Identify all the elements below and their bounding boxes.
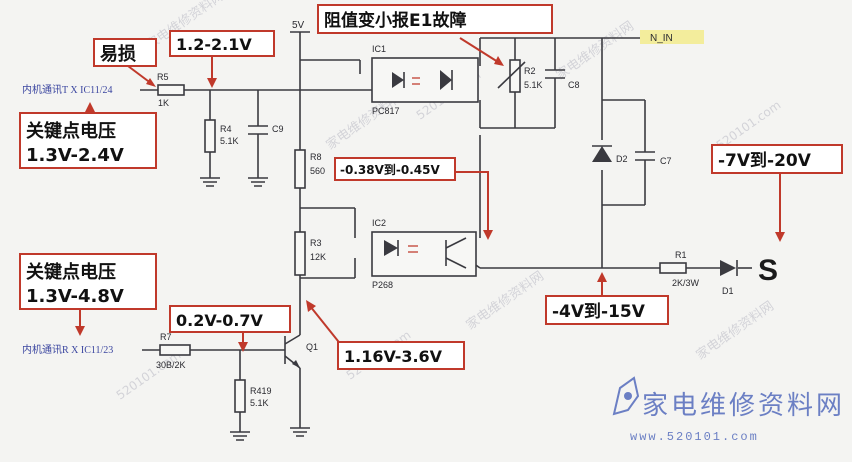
svg-text:5.1K: 5.1K xyxy=(524,80,543,90)
svg-text:PC817: PC817 xyxy=(372,106,400,116)
resistor-r5: R5 1K xyxy=(157,72,185,108)
transistor-q1: Q1 xyxy=(284,334,318,369)
annotation-arrows xyxy=(75,37,785,352)
svg-text:R1: R1 xyxy=(675,250,687,260)
svg-text:2K/3W: 2K/3W xyxy=(672,278,700,288)
annotation-resistance-drop: 阻值变小报E1故障 xyxy=(317,4,553,34)
resistor-r7: R7 30B/2K xyxy=(156,332,191,370)
capacitor-c7: C7 xyxy=(635,151,672,166)
resistor-r3: R3 12K xyxy=(294,231,326,276)
svg-text:C7: C7 xyxy=(660,156,672,166)
svg-text:关键点电压: 关键点电压 xyxy=(26,120,116,142)
svg-text:R419: R419 xyxy=(250,386,272,396)
svg-text:IC2: IC2 xyxy=(372,218,386,228)
annotation-voltage-neg-7-20: -7V到-20V xyxy=(711,144,843,174)
svg-text:5.1K: 5.1K xyxy=(250,398,269,408)
annotation-voltage-neg-4-15: -4V到-15V xyxy=(545,295,669,325)
svg-text:560: 560 xyxy=(310,166,325,176)
resistor-r4: R4 5.1K xyxy=(204,119,239,153)
svg-text:R7: R7 xyxy=(160,332,172,342)
signal-t-label: 内机通讯T X IC11/24 xyxy=(22,83,113,96)
diode-d2: D2 xyxy=(592,145,628,164)
rail-5v-label: 5V xyxy=(292,20,305,31)
annotation-voltage-1-16-3-6: 1.16V-3.6V xyxy=(337,341,465,370)
svg-text:Q1: Q1 xyxy=(306,342,318,352)
resistor-r8: R8 560 xyxy=(294,149,325,189)
svg-text:520101.com: 520101.com xyxy=(114,348,184,403)
svg-text:-7V到-20V: -7V到-20V xyxy=(718,151,812,171)
n-in-terminal: N_IN xyxy=(640,30,704,44)
svg-text:P268: P268 xyxy=(372,280,393,290)
svg-text:IC1: IC1 xyxy=(372,44,386,54)
annotation-voltage-neg-038-045: -0.38V到-0.45V xyxy=(334,157,456,181)
svg-text:12K: 12K xyxy=(310,252,326,262)
svg-text:R3: R3 xyxy=(310,238,322,248)
capacitor-c8: C8 xyxy=(545,69,580,90)
annotation-voltage-0-2-0-7: 0.2V-0.7V xyxy=(169,305,291,333)
signal-r-label: 内机通讯R X IC11/23 xyxy=(22,343,113,356)
s-terminal: S xyxy=(758,254,778,287)
svg-text:0.2V-0.7V: 0.2V-0.7V xyxy=(176,311,264,330)
capacitor-c9: C9 xyxy=(248,124,284,135)
svg-text:-4V到-15V: -4V到-15V xyxy=(552,302,646,322)
optocoupler-ic2: IC2 P268 xyxy=(371,218,477,290)
resistor-r1: R1 2K/3W xyxy=(659,250,700,288)
svg-text:D2: D2 xyxy=(616,154,628,164)
annotation-key-point-1: 关键点电压 1.3V-2.4V xyxy=(19,112,157,169)
annotation-voltage-1-2-2-1: 1.2-2.1V xyxy=(169,30,275,57)
svg-text:家电维修资料网: 家电维修资料网 xyxy=(463,268,547,333)
diode-d1: D1 xyxy=(720,260,738,296)
resistor-r419: R419 5.1K xyxy=(234,379,272,413)
svg-text:30B/2K: 30B/2K xyxy=(156,360,186,370)
annotation-key-point-2: 关键点电压 1.3V-4.8V xyxy=(19,253,157,310)
svg-text:阻值变小报E1故障: 阻值变小报E1故障 xyxy=(324,10,466,31)
svg-text:易损: 易损 xyxy=(100,43,136,65)
svg-text:C8: C8 xyxy=(568,80,580,90)
watermark-logo: 家电维修资料网 www.520101.com xyxy=(612,376,845,444)
svg-text:R5: R5 xyxy=(157,72,169,82)
optocoupler-ic1: IC1 PC817 xyxy=(371,44,479,116)
svg-text:家电维修资料网: 家电维修资料网 xyxy=(693,298,777,363)
svg-text:1.2-2.1V: 1.2-2.1V xyxy=(176,35,252,54)
svg-text:www.520101.com: www.520101.com xyxy=(630,430,759,444)
ground-symbols xyxy=(200,177,310,441)
svg-text:R8: R8 xyxy=(310,152,322,162)
svg-text:R2: R2 xyxy=(524,66,536,76)
resistor-r2: R2 5.1K xyxy=(497,59,543,93)
svg-text:-0.38V到-0.45V: -0.38V到-0.45V xyxy=(340,162,440,177)
svg-text:关键点电压: 关键点电压 xyxy=(26,261,116,283)
svg-text:1K: 1K xyxy=(158,98,169,108)
svg-text:1.16V-3.6V: 1.16V-3.6V xyxy=(344,347,443,366)
annotation-fragile: 易损 xyxy=(93,38,157,67)
svg-text:N_IN: N_IN xyxy=(650,33,673,44)
svg-text:R4: R4 xyxy=(220,124,232,134)
svg-text:1.3V-2.4V: 1.3V-2.4V xyxy=(26,145,124,166)
svg-text:家电维修资料网: 家电维修资料网 xyxy=(553,18,637,83)
svg-text:C9: C9 xyxy=(272,124,284,134)
svg-text:D1: D1 xyxy=(722,286,734,296)
svg-text:家电维修资料网: 家电维修资料网 xyxy=(642,391,845,421)
svg-text:5.1K: 5.1K xyxy=(220,136,239,146)
svg-text:1.3V-4.8V: 1.3V-4.8V xyxy=(26,286,124,307)
